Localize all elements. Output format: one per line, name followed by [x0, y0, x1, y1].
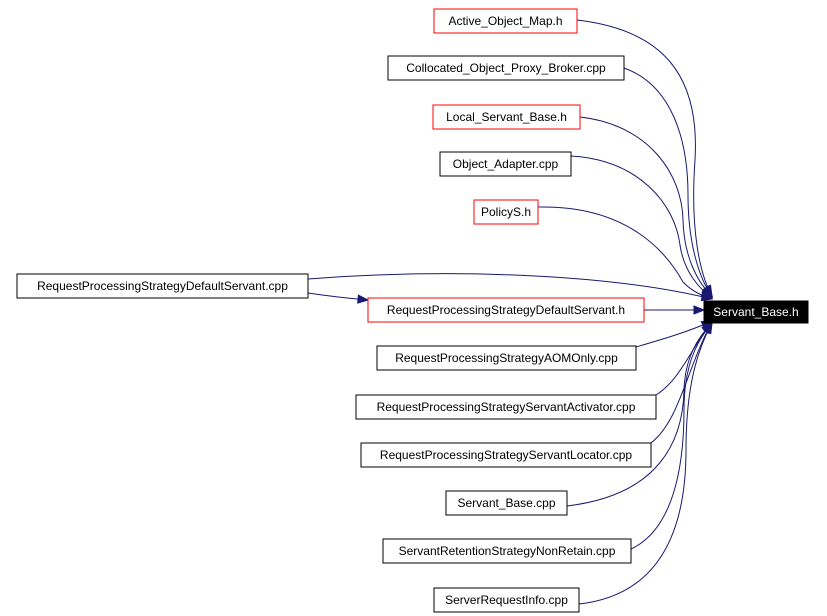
arrowhead [357, 294, 370, 304]
node-box [376, 345, 637, 371]
edge-srs-non-retain-cpp-to-servant-base-h [630, 321, 713, 550]
edges-layer [307, 19, 714, 605]
edge-path [576, 19, 713, 297]
node-label: PolicyS.h [481, 205, 531, 219]
edge-local-servant-base-h-to-servant-base-h [579, 116, 713, 297]
edge-rps-default-servant-cpp-to-rps-default-servant-h [307, 292, 370, 304]
edge-rps-default-servant-cpp-to-servant-base-h [307, 273, 714, 302]
node-box [433, 8, 578, 34]
arrowhead [702, 321, 713, 335]
node-label: RequestProcessingStrategyDefaultServant.… [387, 303, 625, 317]
edge-path [630, 322, 713, 550]
node-box [382, 538, 632, 564]
edge-path [635, 320, 713, 348]
node-box [387, 55, 625, 81]
node-label: ServantRetentionStrategyNonRetain.cpp [399, 544, 616, 558]
node-local-servant-base-h[interactable]: Local_Servant_Base.h [432, 104, 581, 130]
node-label: Active_Object_Map.h [448, 14, 562, 28]
edge-collocated-object-proxy-broker-cpp-to-servant-base-h [623, 67, 713, 298]
node-box [16, 273, 309, 299]
edge-path [566, 322, 713, 507]
node-label: RequestProcessingStrategyDefaultServant.… [37, 279, 288, 293]
node-label: RequestProcessingStrategyAOMOnly.cpp [395, 351, 618, 365]
node-object-adapter-cpp[interactable]: Object_Adapter.cpp [439, 151, 572, 177]
node-rps-default-servant-cpp[interactable]: RequestProcessingStrategyDefaultServant.… [16, 273, 309, 299]
node-box [367, 297, 645, 323]
edge-path [537, 206, 713, 299]
node-active-object-map-h[interactable]: Active_Object_Map.h [433, 8, 578, 34]
node-box [439, 151, 572, 177]
node-box [433, 587, 580, 613]
edge-rps-aom-only-cpp-to-servant-base-h [635, 320, 714, 348]
node-box [445, 490, 568, 516]
nodes-layer: Active_Object_Map.hCollocated_Object_Pro… [16, 8, 809, 613]
node-rps-default-servant-h[interactable]: RequestProcessingStrategyDefaultServant.… [367, 297, 645, 323]
arrowhead [693, 305, 706, 315]
edge-path [650, 321, 713, 444]
edge-path [570, 155, 713, 298]
node-box [703, 300, 809, 324]
node-box [355, 394, 657, 420]
node-box [473, 199, 539, 225]
node-rps-servant-locator-cpp[interactable]: RequestProcessingStrategyServantLocator.… [360, 442, 652, 468]
node-rps-aom-only-cpp[interactable]: RequestProcessingStrategyAOMOnly.cpp [376, 345, 637, 371]
node-srs-non-retain-cpp[interactable]: ServantRetentionStrategyNonRetain.cpp [382, 538, 632, 564]
arrowhead [700, 291, 714, 302]
edge-path [579, 116, 713, 297]
node-rps-servant-activator-cpp[interactable]: RequestProcessingStrategyServantActivato… [355, 394, 657, 420]
node-label: Object_Adapter.cpp [453, 157, 559, 171]
node-server-request-info-cpp[interactable]: ServerRequestInfo.cpp [433, 587, 580, 613]
edge-rps-default-servant-h-to-servant-base-h [644, 305, 706, 315]
node-box [432, 104, 581, 130]
edge-object-adapter-cpp-to-servant-base-h [570, 155, 714, 298]
node-label: RequestProcessingStrategyServantActivato… [377, 400, 636, 414]
edge-server-request-info-cpp-to-servant-base-h [578, 321, 713, 605]
edge-policys-h-to-servant-base-h [537, 206, 714, 301]
edge-path [578, 322, 713, 605]
node-policys-h[interactable]: PolicyS.h [473, 199, 539, 225]
edge-path [307, 273, 713, 300]
node-label: Local_Servant_Base.h [446, 110, 567, 124]
node-label: Collocated_Object_Proxy_Broker.cpp [406, 61, 606, 75]
node-label: RequestProcessingStrategyServantLocator.… [380, 448, 632, 462]
node-servant-base-cpp[interactable]: Servant_Base.cpp [445, 490, 568, 516]
node-box [360, 442, 652, 468]
node-label: Servant_Base.h [713, 305, 798, 319]
node-label: ServerRequestInfo.cpp [445, 593, 568, 607]
node-collocated-object-proxy-broker-cpp[interactable]: Collocated_Object_Proxy_Broker.cpp [387, 55, 625, 81]
edge-path [623, 67, 713, 297]
node-label: Servant_Base.cpp [457, 496, 555, 510]
node-servant-base-h[interactable]: Servant_Base.h [703, 300, 809, 324]
